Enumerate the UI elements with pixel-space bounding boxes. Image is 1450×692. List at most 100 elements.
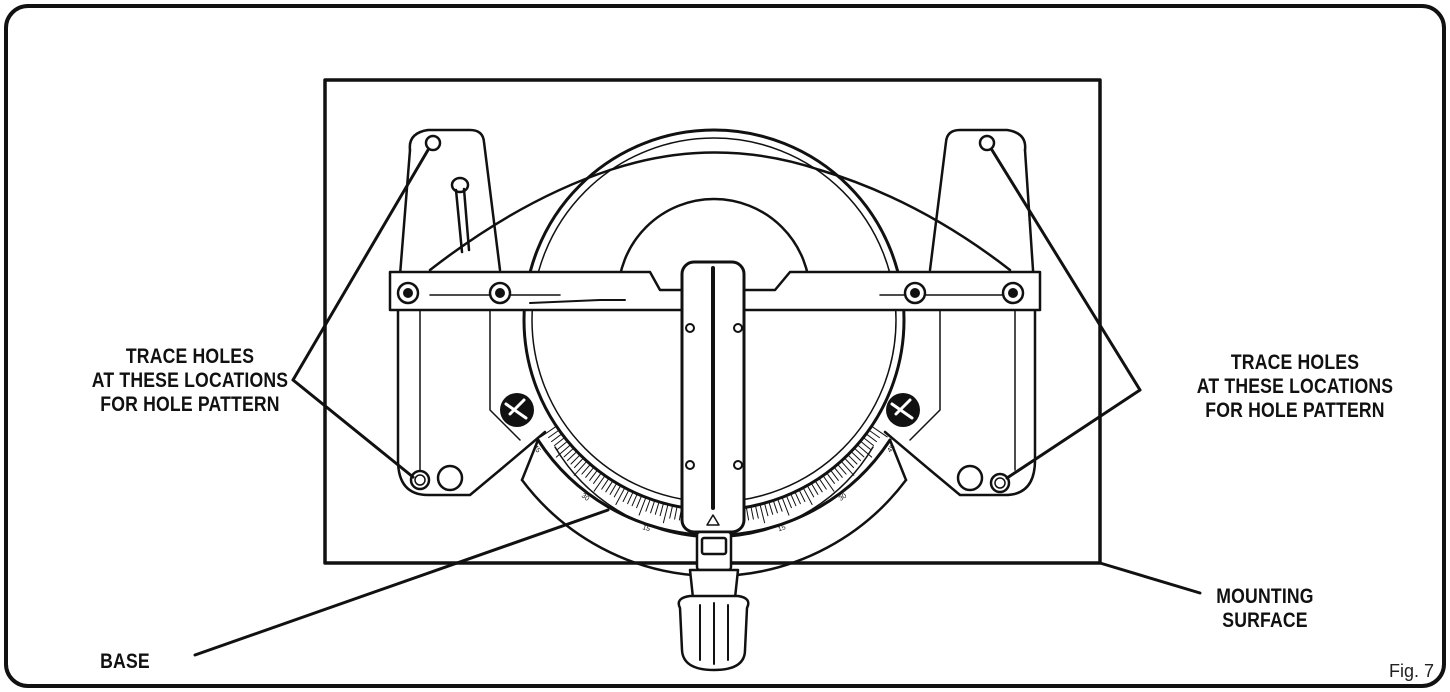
scale-tick [865,433,877,443]
scale-tick [654,501,660,515]
trace-left-line-3: FOR HOLE PATTERN [100,393,280,416]
scale-tick [833,466,843,478]
scale-tick [574,457,584,468]
scale-tick [847,454,858,465]
scale-tick [551,433,563,443]
scale-tick [822,475,835,492]
scale-label: 30 [580,492,591,502]
zero-pointer [706,514,720,526]
scale-tick [772,500,778,514]
scale-tick [764,502,769,517]
miter-handle [677,530,750,672]
scale-tick [871,425,888,438]
scale-tick [826,472,835,484]
scale-tick [814,480,823,493]
scale-tick [659,502,664,517]
scale-tick [674,505,678,520]
scale-tick [850,451,861,461]
left-top-hole [424,134,442,152]
miter-scale-ticks: 4530150153045 [531,425,897,543]
trace-holes-label-left: TRACE HOLES AT THESE LOCATIONS FOR HOLE … [64,345,316,417]
scale-tick [548,429,560,439]
scale-tick [589,469,598,481]
scale-tick [605,480,614,493]
right-bevel-knob [886,393,920,427]
scale-tick [844,457,854,468]
trace-right-line-3: FOR HOLE PATTERN [1205,399,1385,422]
scale-tick [567,451,578,461]
figure-number: Fig. 7 [1388,661,1434,681]
scale-label: 15 [777,524,787,533]
right-base-large-hole [956,464,984,492]
mounting-line-2: SURFACE [1222,609,1308,632]
mounting-surface-label: MOUNTING SURFACE [1198,585,1332,633]
scale-tick [555,444,572,458]
scale-tick [837,463,847,475]
scale-label: 45 [886,444,896,455]
scale-tick [585,466,595,478]
trace-holes-label-right: TRACE HOLES AT THESE LOCATIONS FOR HOLE … [1169,351,1421,423]
scale-tick [613,485,622,498]
scale-tick [593,472,602,484]
trace-right-line-1: TRACE HOLES [1230,351,1360,374]
trace-left-line-1: TRACE HOLES [125,345,255,368]
right-bottom-hole [989,472,1011,494]
scale-tick [794,491,801,505]
scale-label: 45 [531,444,541,455]
scale-label: 15 [641,524,651,533]
scale-tick [818,477,827,490]
scale-tick [627,491,634,505]
scale-tick [830,469,839,481]
bevel-lock-rod [450,176,471,254]
scale-tick [840,460,855,476]
scale-tick [554,437,566,446]
scale-tick [790,493,797,507]
left-bottom-hole [409,469,431,491]
scale-tick [573,460,588,476]
scale-tick [810,482,819,495]
scale-tick [868,429,880,439]
base-label-text: BASE [100,650,150,673]
left-base-wing [396,128,547,497]
upper-guard [428,151,1012,272]
kerf-arc [616,197,812,297]
trace-right-line-2: AT THESE LOCATIONS [1196,375,1394,398]
scale-tick [781,496,790,516]
miter-scale-side-left [520,438,540,482]
fence-screws [396,281,1025,305]
right-top-hole [978,134,996,152]
scale-tick [540,425,557,438]
scale-tick [754,504,759,519]
scale-tick [862,437,874,446]
right-bottom-hole-inner [994,477,1006,489]
left-bevel-knob [500,393,534,427]
table-arm [680,260,746,534]
mounting-line-1: MOUNTING [1216,585,1314,608]
scale-tick [631,493,638,507]
scale-tick [615,487,626,505]
scale-tick [745,506,750,521]
miter-scale-side-right [888,438,908,482]
leader-lines [193,148,1202,657]
scale-tick [759,503,766,524]
scale-tick [750,505,754,520]
trace-left-line-2: AT THESE LOCATIONS [91,369,289,392]
scale-tick [856,444,873,458]
scale-tick [768,501,774,515]
scale-tick [645,498,651,512]
scale-tick [581,463,591,475]
scale-tick [785,495,792,509]
left-bottom-hole-inner [414,474,426,486]
scale-tick [601,477,610,490]
scale-tick [636,495,643,509]
scale-tick [563,447,575,458]
scale-tick [593,475,606,492]
scale-tick [650,500,656,514]
scale-tick [798,489,806,502]
scale-tick [802,487,813,505]
left-base-large-hole [436,464,464,492]
figure-border [4,4,1446,688]
scale-tick [859,440,871,450]
scale-tick [609,482,618,495]
